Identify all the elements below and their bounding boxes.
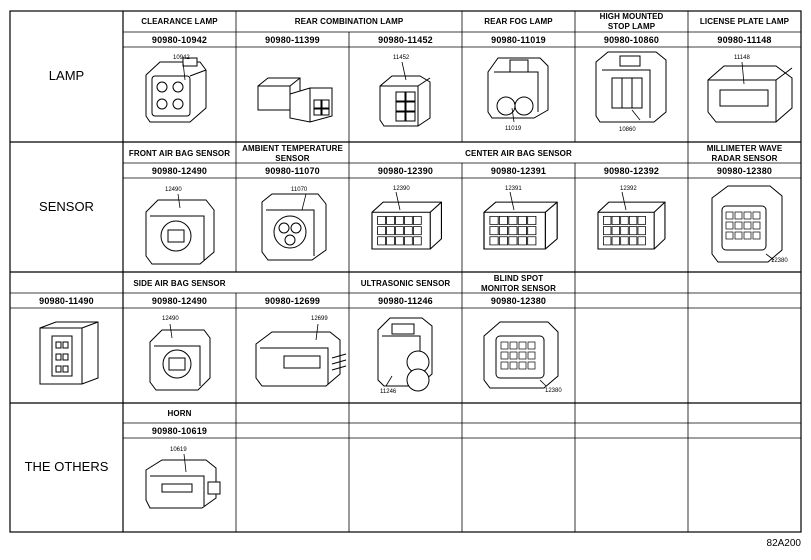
- header-side-air-bag-sensor: SIDE AIR BAG SENSOR: [133, 279, 226, 288]
- header-ultrasonic-sensor: ULTRASONIC SENSOR: [360, 279, 451, 288]
- pin-grid: [489, 216, 537, 246]
- header-high-mounted-stop-lamp: HIGH MOUNTED STOP LAMP: [575, 12, 688, 32]
- part-number: 90980-11246: [378, 296, 433, 306]
- connector-11019-drawing: [487, 57, 549, 123]
- header-center-air-bag-sensor: CENTER AIR BAG SENSOR: [465, 149, 572, 158]
- connector-11070-drawing: [261, 193, 327, 261]
- part-number: 90980-11070: [265, 166, 320, 176]
- category-lamp: LAMP: [48, 68, 85, 83]
- connector-12391-drawing: [483, 201, 558, 250]
- connector-10860-drawing: [595, 51, 667, 123]
- part-number: 90980-11148: [717, 35, 772, 45]
- callout-label: 10942: [173, 55, 190, 61]
- callout-label: 12380: [545, 388, 562, 394]
- connector-11490-drawing: [39, 321, 99, 385]
- header-line: MONITOR SENSOR: [480, 284, 557, 293]
- connector-12699-drawing: [255, 323, 347, 387]
- part-number: 90980-11399: [265, 35, 320, 45]
- callout-label: 11246: [380, 389, 397, 395]
- header-line: MILLIMETER WAVE: [706, 144, 783, 153]
- connector-11452-drawing: [379, 61, 431, 127]
- header-line: STOP LAMP: [607, 22, 656, 31]
- callout-label: 12380: [771, 258, 788, 264]
- connector-11148-drawing: [707, 61, 793, 123]
- connector-12490-drawing: [145, 193, 215, 265]
- figure-code: 82A200: [766, 538, 801, 549]
- header-license-plate-lamp: LICENSE PLATE LAMP: [699, 17, 790, 26]
- callout-label: 12490: [162, 316, 179, 322]
- part-number: 90980-10942: [151, 35, 208, 45]
- header-front-air-bag-sensor: FRONT AIR BAG SENSOR: [128, 149, 231, 158]
- connector-10942-drawing: [145, 57, 207, 123]
- header-line: RADAR SENSOR: [711, 154, 778, 163]
- part-number: 90980-11490: [39, 296, 94, 306]
- connector-12380-blind-drawing: [483, 321, 559, 389]
- connector-12380-drawing: [711, 185, 783, 263]
- connector-12390-drawing: [371, 201, 443, 250]
- connector-12490-side-drawing: [149, 323, 211, 391]
- callout-label: 12392: [620, 186, 637, 192]
- header-line: AMBIENT TEMPERATURE: [242, 144, 343, 153]
- category-sensor: SENSOR: [39, 199, 94, 214]
- part-number: 90980-12390: [377, 166, 434, 176]
- header-line: BLIND SPOT: [493, 274, 544, 283]
- connector-10619-drawing: [145, 453, 221, 509]
- part-number: 90980-11452: [378, 35, 433, 45]
- callout-label: 10860: [619, 127, 636, 133]
- callout-label: 11452: [393, 55, 410, 61]
- part-number: 90980-12699: [264, 296, 321, 306]
- part-number: 90980-12380: [716, 166, 773, 176]
- callout-label: 10619: [170, 447, 187, 453]
- pin-grid: [377, 216, 422, 246]
- header-rear-fog-lamp: REAR FOG LAMP: [484, 17, 553, 26]
- connector-11246-drawing: [377, 317, 433, 392]
- connector-11399-drawing: [257, 77, 333, 123]
- part-number: 90980-12391: [490, 166, 547, 176]
- header-rear-combination-lamp: REAR COMBINATION LAMP: [294, 17, 404, 26]
- part-number: 90980-11019: [491, 35, 546, 45]
- callout-label: 12490: [165, 187, 182, 193]
- callout-label: 11148: [734, 55, 750, 61]
- header-horn: HORN: [167, 409, 192, 418]
- header-millimeter-wave-radar-sensor: MILLIMETER WAVE RADAR SENSOR: [688, 144, 801, 164]
- part-number: 90980-12392: [603, 166, 660, 176]
- part-number: 90980-12490: [151, 296, 208, 306]
- part-number: 90980-10860: [603, 35, 660, 45]
- callout-label: 12699: [311, 316, 328, 322]
- callout-label: 11070: [291, 187, 308, 193]
- category-others: THE OTHERS: [24, 459, 109, 474]
- callout-label: 11019: [505, 126, 522, 132]
- header-line: SENSOR: [275, 154, 310, 163]
- header-line: HIGH MOUNTED: [599, 12, 664, 21]
- callout-label: 12390: [393, 186, 410, 192]
- part-number: 90980-10619: [151, 426, 208, 436]
- part-number: 90980-12380: [490, 296, 547, 306]
- connector-12392-drawing: [597, 201, 666, 250]
- callout-label: 12391: [505, 186, 522, 192]
- pin-grid: [603, 216, 646, 246]
- part-number: 90980-12490: [151, 166, 208, 176]
- header-blind-spot-monitor-sensor: BLIND SPOT MONITOR SENSOR: [462, 274, 575, 294]
- header-clearance-lamp: CLEARANCE LAMP: [141, 17, 218, 26]
- header-ambient-temperature-sensor: AMBIENT TEMPERATURE SENSOR: [236, 144, 349, 164]
